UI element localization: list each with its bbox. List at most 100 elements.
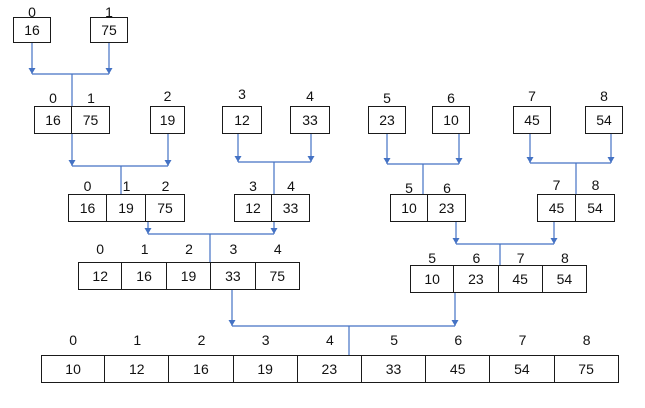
arrowhead [607, 157, 615, 163]
array-cell: 45 [497, 265, 543, 293]
arrowhead [68, 160, 76, 166]
index-label: 5 [383, 90, 391, 106]
arrowhead [307, 156, 315, 162]
arrowhead [28, 68, 36, 74]
arrowhead [228, 320, 236, 326]
index-label: 2 [161, 178, 170, 194]
array-cell: 54 [585, 106, 623, 134]
array-box-g1c: 12 [222, 106, 262, 134]
array-cell: 12 [222, 106, 262, 134]
index-label: 6 [454, 332, 463, 348]
array-cell: 12 [78, 262, 123, 290]
array-cell: 75 [553, 355, 619, 383]
arrowhead [455, 158, 463, 164]
array-cell: 23 [368, 106, 406, 134]
index-label: 7 [552, 177, 561, 193]
array-cell: 19 [150, 106, 185, 134]
array-cell: 45 [537, 194, 576, 222]
array-cell: 12 [104, 355, 170, 383]
arrowhead [550, 238, 558, 244]
index-label: 1 [105, 4, 113, 20]
array-cell: 75 [90, 17, 128, 43]
index-label: 1 [122, 178, 131, 194]
array-cell: 75 [71, 106, 110, 134]
index-label: 8 [560, 250, 569, 266]
index-label: 6 [447, 90, 455, 106]
array-box-g1e: 23 [368, 106, 406, 134]
array-box-g0a: 16 [13, 17, 51, 43]
arrowhead [526, 157, 534, 163]
index-label: 2 [185, 241, 193, 257]
index-label: 5 [428, 250, 437, 266]
array-box-g1d: 33 [290, 106, 330, 134]
index-label: 4 [287, 178, 295, 194]
array-cell: 33 [360, 355, 427, 383]
index-label: 5 [390, 332, 398, 348]
arrowhead [452, 238, 460, 244]
index-label: 4 [273, 241, 282, 257]
index-label: 8 [600, 88, 608, 104]
array-cell: 23 [427, 194, 466, 222]
array-box-g1b: 19 [150, 106, 185, 134]
array-box-g1h: 54 [585, 106, 623, 134]
array-cell: 12 [234, 194, 272, 222]
array-cell: 19 [165, 262, 212, 290]
index-label: 0 [83, 178, 92, 194]
array-box-g1f: 10 [432, 106, 470, 134]
array-cell: 10 [410, 265, 455, 293]
array-cell: 16 [68, 194, 107, 222]
index-label: 4 [325, 332, 334, 348]
array-cell: 75 [145, 194, 185, 222]
array-cell: 16 [34, 106, 72, 134]
index-label: 3 [261, 332, 270, 348]
array-box-g0b: 75 [90, 17, 128, 43]
index-label: 7 [516, 250, 525, 266]
index-label: 1 [133, 332, 142, 348]
arrowhead [383, 158, 391, 164]
array-cell: 54 [575, 194, 615, 222]
array-cell: 10 [41, 355, 106, 383]
array-cell: 23 [296, 355, 362, 383]
index-label: 5 [405, 180, 413, 196]
array-cell: 45 [425, 355, 491, 383]
array-cell: 10 [390, 194, 428, 222]
index-label: 0 [96, 241, 105, 257]
array-cell: 33 [290, 106, 330, 134]
index-label: 3 [238, 86, 246, 102]
array-cell: 75 [254, 262, 300, 290]
arrowhead [451, 320, 459, 326]
index-label: 6 [472, 250, 481, 266]
index-label: 7 [518, 332, 527, 348]
index-label: 4 [306, 88, 314, 104]
index-label: 8 [582, 332, 591, 348]
index-label: 3 [249, 178, 257, 194]
index-label: 1 [140, 241, 149, 257]
index-label: 0 [69, 332, 77, 348]
array-cell: 33 [271, 194, 310, 222]
array-cell: 54 [541, 265, 587, 293]
array-cell: 10 [432, 106, 470, 134]
arrowhead [234, 156, 242, 162]
index-label: 2 [197, 332, 206, 348]
array-cell: 23 [453, 265, 499, 293]
array-cell: 19 [232, 355, 298, 383]
index-label: 3 [229, 241, 238, 257]
arrowhead [270, 228, 278, 234]
array-cell: 45 [513, 106, 551, 134]
index-label: 0 [28, 4, 36, 20]
index-label: 1 [87, 90, 95, 106]
index-label: 7 [528, 88, 536, 104]
arrowhead [164, 160, 172, 166]
index-label: 6 [443, 180, 451, 196]
index-label: 8 [591, 177, 600, 193]
array-cell: 16 [168, 355, 234, 383]
